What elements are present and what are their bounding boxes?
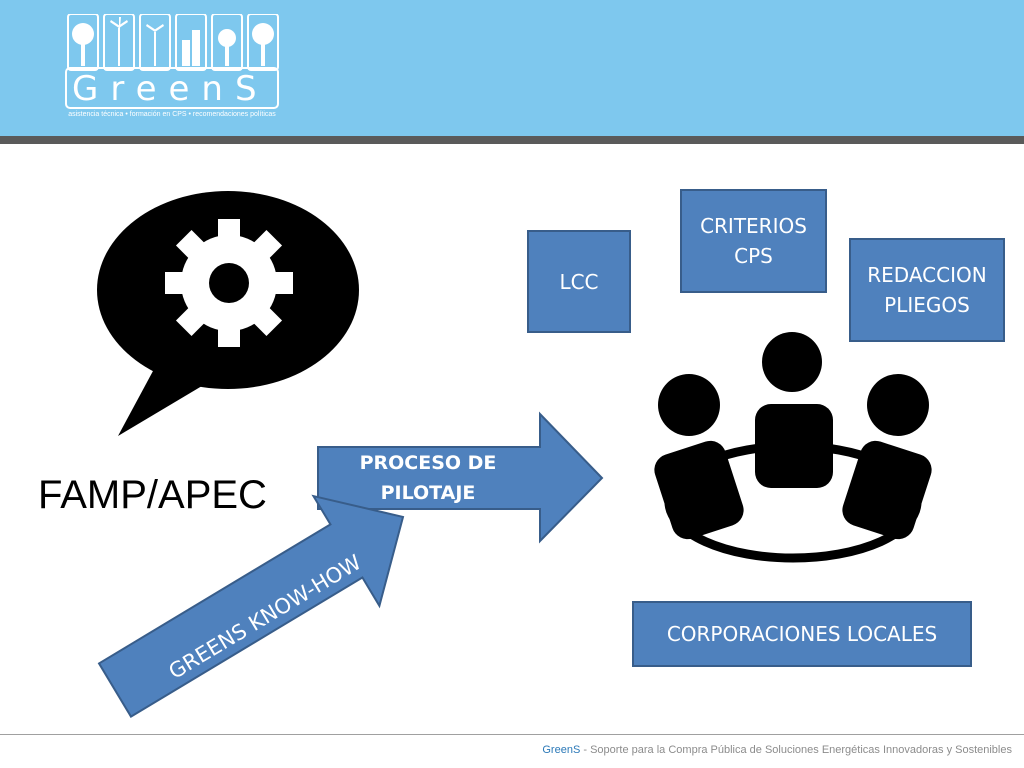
redaccion-pliegos-label: REDACCION PLIEGOS <box>867 263 987 317</box>
lcc-box: LCC <box>527 230 631 333</box>
greens-logo: GreenS asistencia técnica • formación en… <box>64 13 280 124</box>
corporaciones-locales-box: CORPORACIONES LOCALES <box>632 601 972 667</box>
speech-bubble-gear-icon <box>97 191 359 436</box>
proceso-pilotaje-label: PROCESO DE PILOTAJE <box>359 452 497 504</box>
header-banner: GreenS asistencia técnica • formación en… <box>0 0 1024 136</box>
group-meeting-icon <box>654 332 932 563</box>
redaccion-pliegos-box: REDACCION PLIEGOS <box>849 238 1005 342</box>
logo-tagline: asistencia técnica • formación en CPS • … <box>68 111 276 118</box>
logo-frame-icon <box>65 67 279 109</box>
header-divider <box>0 136 1024 144</box>
famp-apec-label: FAMP/APEC <box>38 473 267 517</box>
footer-brand: GreenS <box>542 744 581 756</box>
greens-know-how-arrow <box>97 494 405 718</box>
criterios-cps-box: CRITERIOS CPS <box>680 189 827 293</box>
logo-skyline-icon <box>67 13 279 71</box>
footer-text: - Soporte para la Compra Pública de Solu… <box>580 744 1012 756</box>
lcc-label: LCC <box>559 269 599 294</box>
corporaciones-locales-label: CORPORACIONES LOCALES <box>666 622 938 646</box>
footer: GreenS - Soporte para la Compra Pública … <box>542 744 1012 756</box>
criterios-cps-label: CRITERIOS CPS <box>700 214 807 268</box>
proceso-pilotaje-arrow-text: PROCESO DE PILOTAJE <box>340 448 516 508</box>
logo-wordmark: GreenS <box>72 69 269 109</box>
footer-divider <box>0 734 1024 735</box>
